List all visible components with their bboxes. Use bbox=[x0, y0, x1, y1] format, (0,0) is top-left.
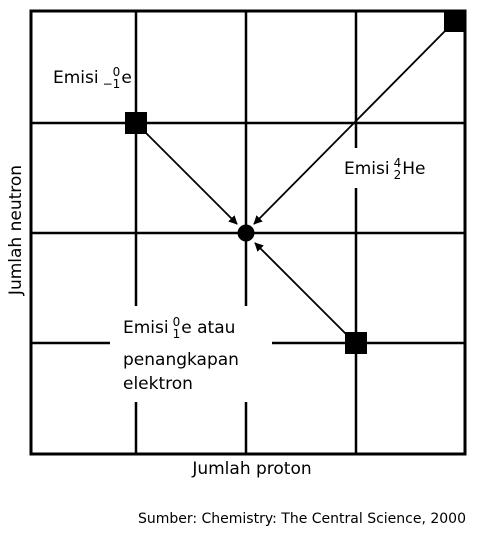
label-mask-beta-plus bbox=[110, 306, 272, 402]
arrow-beta-plus bbox=[254, 242, 349, 337]
nuclide-notation: 0−1 bbox=[103, 66, 121, 90]
x-axis-label: Jumlah proton bbox=[192, 459, 312, 479]
particle-symbol: e bbox=[121, 68, 132, 88]
arrow-beta-minus bbox=[142, 129, 238, 225]
charge-number: 1 bbox=[172, 327, 181, 341]
particle-symbol: e bbox=[181, 318, 192, 338]
label-mask-alpha bbox=[336, 148, 448, 188]
label-electron-capture-line1: penangkapan bbox=[123, 350, 239, 370]
label-suffix: atau bbox=[191, 318, 236, 338]
parent-nuclide-square bbox=[125, 112, 147, 134]
parent-nuclide-square bbox=[345, 332, 367, 354]
label-word: Emisi bbox=[344, 159, 390, 179]
arrow-alpha bbox=[253, 28, 448, 225]
label-word: Emisi bbox=[53, 68, 99, 88]
mass-number: 4 bbox=[393, 156, 402, 170]
mass-number: 0 bbox=[172, 315, 181, 329]
daughter-nuclide-dot bbox=[237, 224, 255, 242]
y-axis-label: Jumlah neutron bbox=[6, 164, 26, 296]
charge-number: −1 bbox=[102, 77, 121, 91]
mass-number: 0 bbox=[112, 65, 121, 79]
charge-number: 2 bbox=[393, 168, 402, 182]
source-caption: Sumber: Chemistry: The Central Science, … bbox=[137, 511, 466, 527]
label-electron-capture-line2: elektron bbox=[123, 374, 193, 394]
label-word: Emisi bbox=[123, 318, 169, 338]
parent-nuclide-square bbox=[444, 11, 465, 32]
particle-symbol: He bbox=[402, 159, 426, 179]
